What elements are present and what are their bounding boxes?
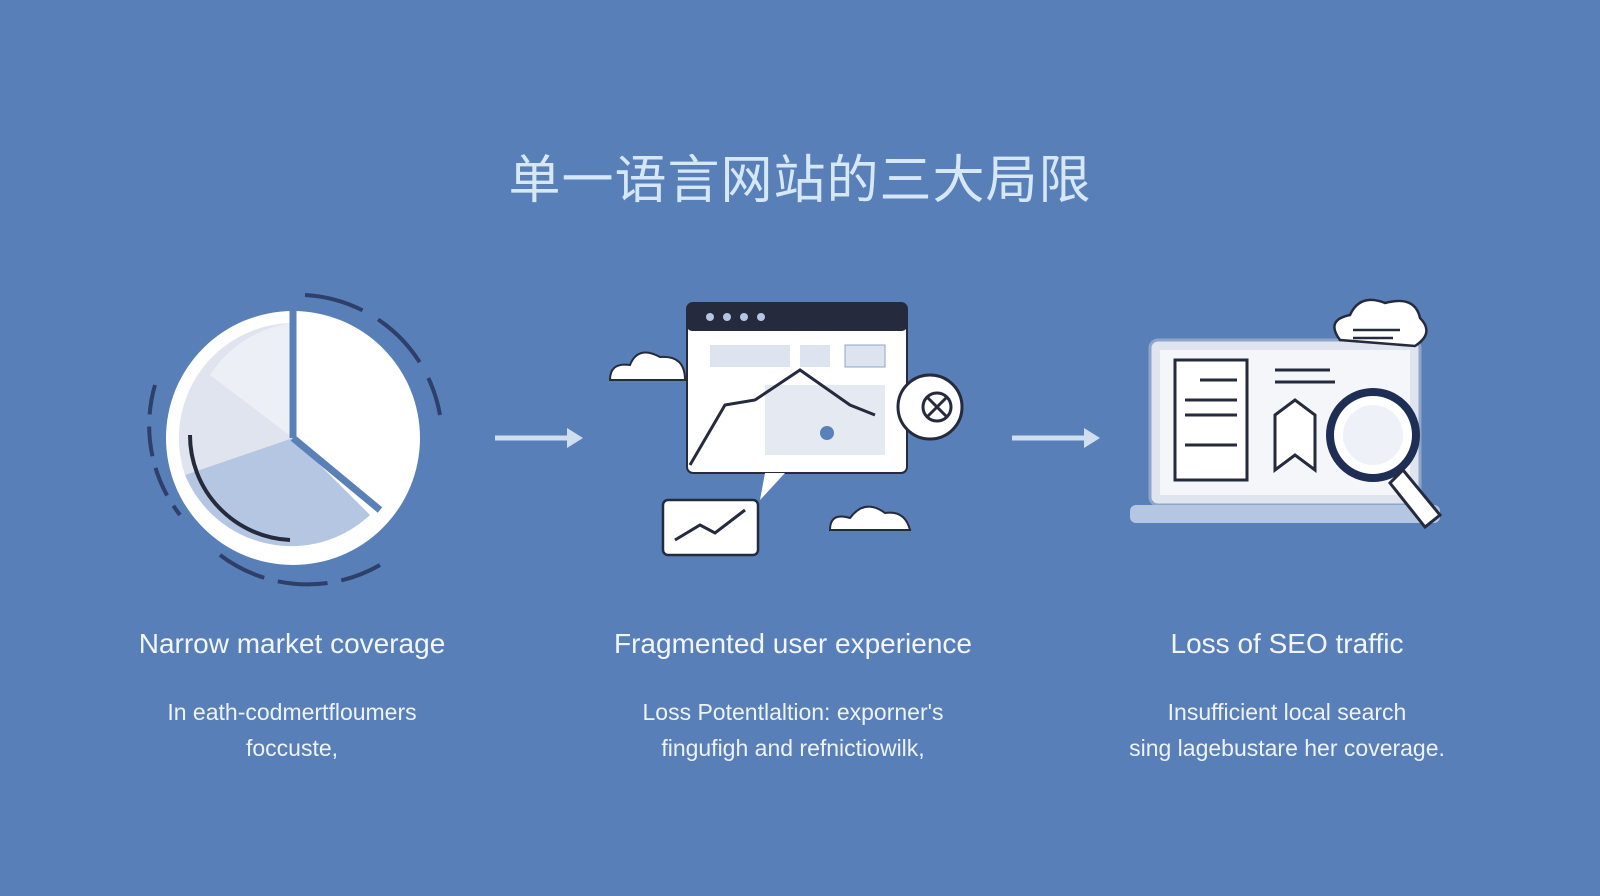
item-desc: Insufficient local search: [1167, 699, 1407, 725]
item-heading: Narrow market coverage: [138, 628, 446, 659]
item-fragmented-ux: Fragmented user experience Loss Potentla…: [563, 628, 1023, 766]
arrow-right-icon: [1012, 428, 1100, 448]
laptop-search-icon: [1130, 298, 1443, 530]
arrow-right-icon: [495, 428, 583, 448]
item-desc: In eath-codmertfloumers: [167, 699, 417, 725]
page-title: 单一语言网站的三大局限: [508, 151, 1092, 211]
item-desc: foccuste,: [245, 735, 339, 761]
item-seo-traffic: Loss of SEO traffic Insufficient local s…: [1057, 628, 1517, 766]
item-desc: Loss Potentlaltion: exporner's: [642, 699, 944, 725]
pie-chart-icon: [147, 293, 442, 587]
item-heading: Loss of SEO traffic: [1170, 628, 1404, 659]
item-heading: Fragmented user experience: [614, 628, 972, 659]
item-desc: fingufigh and refnictiowilk,: [661, 735, 925, 761]
item-desc: sing lagebustare her coverage.: [1129, 735, 1445, 761]
item-narrow-market: Narrow market coverage In eath-codmertfl…: [62, 628, 522, 766]
browser-window-icon: [608, 302, 964, 557]
